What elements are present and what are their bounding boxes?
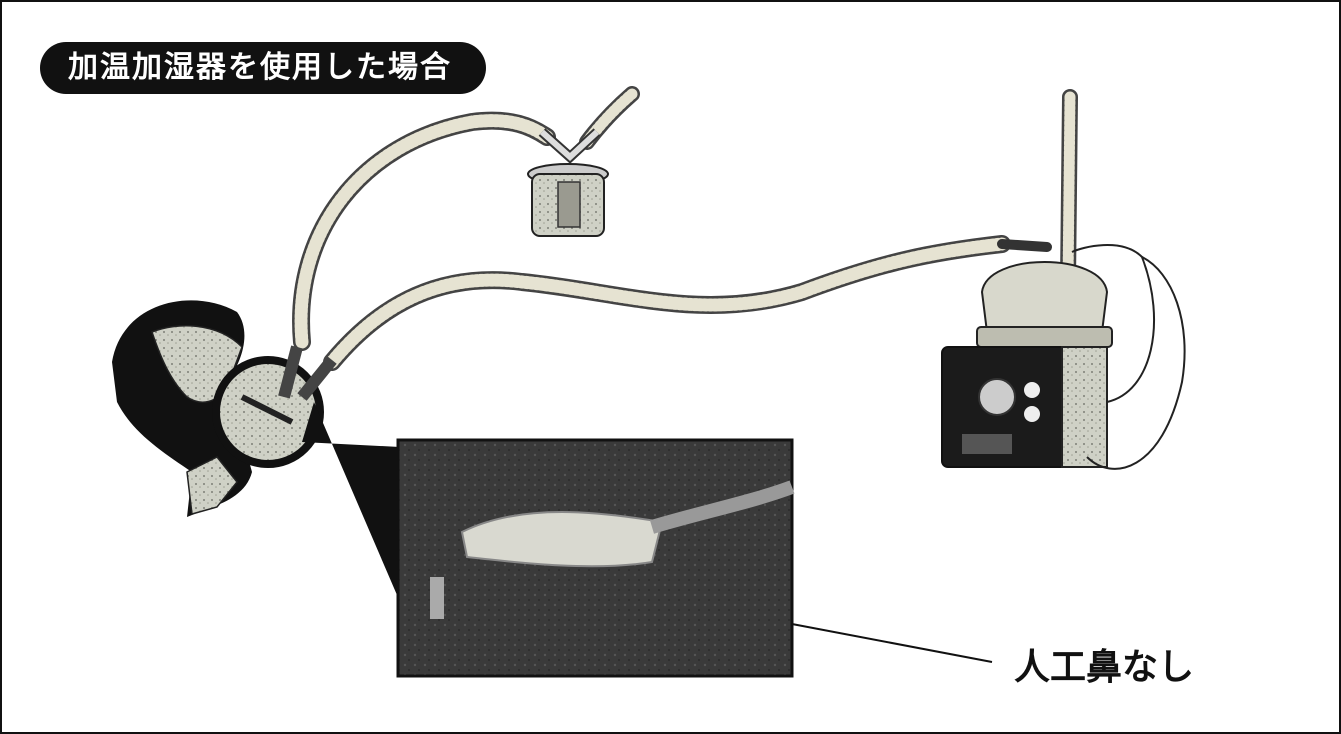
callout-label: 人工鼻なし: [1014, 647, 1195, 688]
humidifier: [941, 244, 1186, 470]
magnifier-circle: [212, 345, 337, 468]
zoom-photo: [396, 438, 795, 678]
upper-tube: [292, 86, 640, 351]
patient-head: [112, 300, 252, 517]
callout-leader: [791, 623, 993, 663]
vertical-tube: [1060, 89, 1078, 290]
expiratory-tube: [323, 235, 1052, 371]
zoom-cone: [302, 402, 400, 602]
figure-title: 加温加湿器を使用した場合: [40, 42, 486, 94]
water-trap: [527, 128, 609, 237]
